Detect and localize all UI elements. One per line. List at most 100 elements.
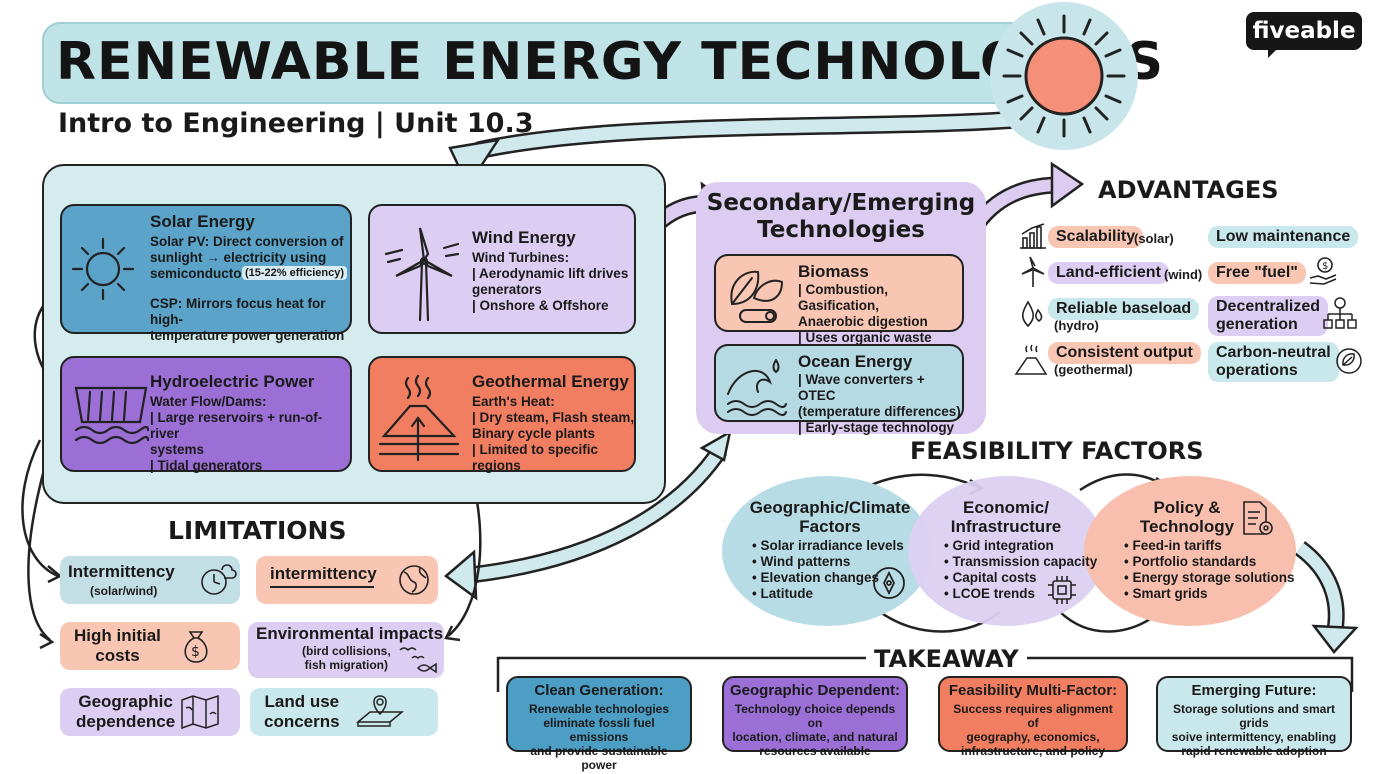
takeaway-text: Storage solutions and smart grids soive … [1171, 702, 1337, 758]
money-bag-icon: $ [184, 631, 208, 663]
geographic-factors-circle [722, 476, 932, 626]
feasibility-title: FEASIBILITY FACTORS [910, 437, 1204, 465]
bird-fish-icon [399, 647, 437, 674]
fiveable-logo: fiveable [1246, 12, 1362, 50]
biomass-text: | Combustion, Gasification, Anaerobic di… [798, 282, 932, 345]
takeaway-heading: Geographic Dependent: [729, 682, 901, 699]
factor-title: Policy & Technology [1139, 498, 1235, 536]
factor-item: • Grid integration [944, 538, 1054, 553]
geothermal-card: Geothermal Energy Earth's Heat: | Dry st… [368, 356, 636, 473]
adv-decentralized: Decentralized generation [1208, 296, 1329, 336]
svg-text:$: $ [191, 644, 200, 660]
factor-list: • Solar irradiance levels • Wind pattern… [752, 538, 904, 602]
adv-label: Land-efficient [1056, 264, 1161, 281]
wind-turbine-icon [384, 227, 460, 322]
chip-icon [1048, 576, 1076, 604]
money-hand-icon: $ [1309, 257, 1337, 285]
factor-item: • Capital costs [944, 570, 1037, 585]
adv-label: Free "fuel" [1216, 264, 1298, 281]
title-banner [42, 22, 1062, 104]
limitation-intermittency: Intermittency (solar/wind) [60, 556, 240, 604]
factor-list: • Feed-in tariffs • Portfolio standards … [1124, 538, 1295, 602]
adv-label: Decentralized generation [1216, 298, 1321, 333]
limitations-title: LIMITATIONS [168, 516, 347, 545]
limitation-sub: (solar/wind) [90, 584, 158, 598]
advantages-title: ADVANTAGES [1098, 176, 1279, 204]
ocean-text: | Wave converters + OTEC (temperature di… [798, 372, 961, 435]
limitation-label: High initial costs [74, 626, 161, 665]
logo-tail [1268, 48, 1284, 58]
network-icon [1323, 297, 1357, 329]
adv-sub: (wind) [1164, 267, 1203, 282]
solar-energy-card: Solar Energy Solar PV: Direct conversion… [60, 204, 352, 343]
document-gear-icon [1243, 501, 1273, 535]
takeaway-heading: Clean Generation: [534, 682, 664, 699]
factor-item: • Transmission capacity [944, 554, 1098, 569]
factor-item: • Latitude [752, 586, 813, 601]
sun-icon [1002, 14, 1126, 138]
takeaway-heading: Feasibility Multi-Factor: [948, 682, 1118, 699]
solar-title: Solar Energy [150, 212, 255, 231]
factor-title: Geographic/Climate Factors [749, 498, 911, 536]
factor-item: • Elevation changes [752, 570, 880, 585]
limitation-geographic: Geographic dependence [60, 688, 240, 736]
adv-label: Low maintenance [1216, 228, 1351, 245]
takeaway-feasibility: Feasibility Multi-Factor: Success requir… [938, 676, 1128, 758]
sun-icon [71, 237, 135, 301]
geo-text: Earth's Heat: | Dry steam, Flash steam, … [472, 394, 635, 473]
factor-item: • Solar irradiance levels [752, 538, 904, 553]
dam-icon [74, 386, 150, 445]
bar-chart-icon [1020, 223, 1046, 249]
limitation-label: Environmental impacts [256, 624, 444, 643]
hydro-text: Water Flow/Dams: | Large reservoirs + ru… [150, 394, 323, 473]
takeaway-heading: Emerging Future: [1191, 682, 1317, 699]
takeaway-text: Renewable technologies eliminate fossli … [528, 702, 670, 772]
globe-icon [399, 565, 429, 595]
adv-low-maintenance: Low maintenance [1208, 226, 1359, 248]
underline [270, 586, 374, 588]
page-subtitle: Intro to Engineering | Unit 10.3 [58, 108, 534, 139]
factor-item: • LCOE trends [944, 586, 1035, 601]
adv-label: Carbon-neutral operations [1216, 344, 1331, 379]
economic-factors-circle [908, 476, 1106, 626]
limitation-label: Intermittency [68, 562, 175, 581]
wind-text: Wind Turbines: | Aerodynamic lift drives… [472, 250, 629, 313]
map-icon [181, 694, 219, 730]
factor-item: • Wind patterns [752, 554, 851, 569]
takeaway-text: Success requires alignment of geography,… [953, 702, 1113, 758]
adv-label: Reliable baseload [1056, 300, 1192, 317]
page-title: RENEWABLE ENERGY TECHNOLOGIES [56, 32, 1165, 92]
water-drop-icon [1021, 300, 1043, 328]
adv-sub: (solar) [1134, 231, 1174, 246]
limitation-label: Geographic dependence [76, 692, 176, 731]
location-pin-icon [355, 695, 405, 727]
geo-title: Geothermal Energy [472, 372, 629, 391]
clock-cloud-icon [201, 564, 237, 595]
solar-csp-text: CSP: Mirrors focus heat for high- temper… [150, 296, 345, 343]
limitation-environmental: Environmental impacts (bird collisions, … [248, 622, 444, 678]
svg-text:$: $ [1322, 261, 1328, 272]
limitation-high-costs: High initial costs $ [60, 622, 240, 670]
factor-list: • Grid integration • Transmission capaci… [944, 538, 1097, 602]
hydro-title: Hydroelectric Power [150, 372, 315, 391]
takeaway-emerging-future: Emerging Future: Storage solutions and s… [1156, 676, 1352, 758]
wind-energy-card: Wind Energy Wind Turbines: | Aerodynamic… [368, 204, 636, 334]
takeaway-clean-generation: Clean Generation: Renewable technologies… [506, 676, 692, 772]
secondary-title: Secondary/Emerging Technologies [706, 190, 976, 243]
limitation-label: intermittency [270, 564, 377, 583]
limitation-sub: (bird collisions, fish migration) [302, 644, 391, 672]
adv-reliable-baseload: Reliable baseload [1048, 298, 1200, 320]
compass-icon [873, 567, 905, 599]
volcano-icon [1014, 344, 1048, 375]
takeaway-text: Technology choice depends on location, c… [732, 702, 898, 758]
factor-item: • Smart grids [1124, 586, 1208, 601]
hydroelectric-card: Hydroelectric Power Water Flow/Dams: | L… [60, 356, 352, 473]
leaf-cycle-icon [1336, 348, 1362, 374]
adv-carbon-neutral: Carbon-neutral operations [1208, 342, 1339, 382]
ocean-energy-card: Ocean Energy | Wave converters + OTEC (t… [714, 344, 964, 435]
wave-icon [727, 359, 787, 416]
adv-free-fuel: Free "fuel" [1208, 262, 1306, 284]
limitation-land-use: Land use concerns [250, 688, 438, 736]
policy-factors-circle [1084, 476, 1296, 626]
adv-land-efficient: Land-efficient [1048, 262, 1169, 284]
